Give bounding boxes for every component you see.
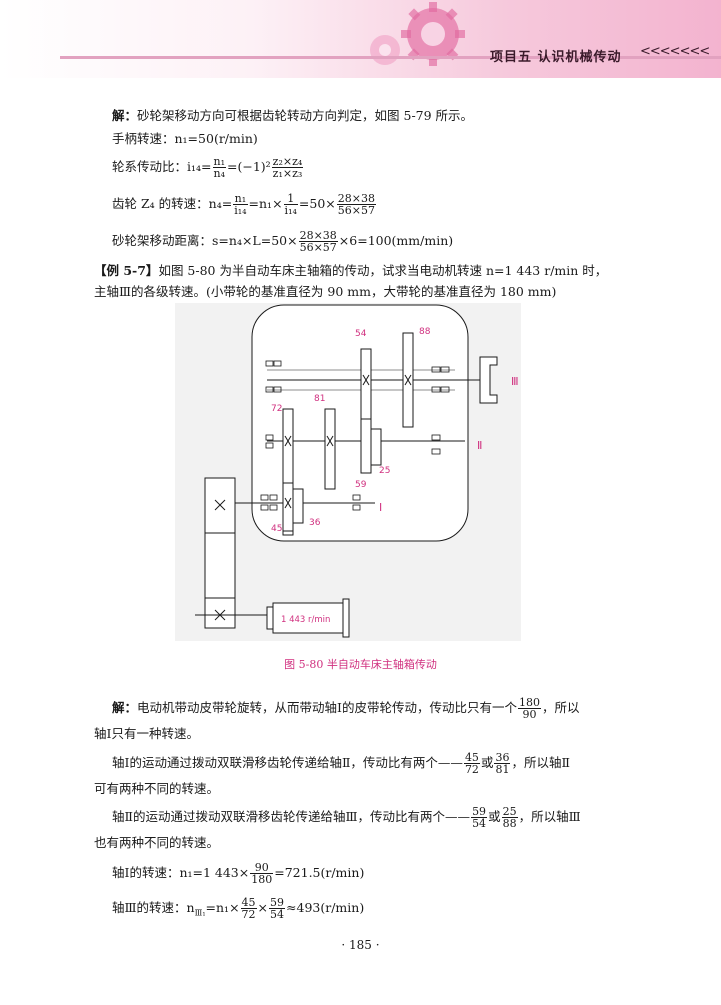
label-gear-36: 36: [309, 518, 321, 528]
handle-speed: 手柄转速：n₁=50(r/min): [112, 131, 258, 146]
label-gear-25: 25: [379, 466, 390, 476]
solution-label: 解：: [112, 108, 138, 123]
solution-2-para-3-end: 也有两种不同的转速。: [94, 835, 220, 850]
header-rule: [60, 56, 721, 59]
label-gear-45: 45: [271, 524, 282, 534]
motor: [272, 602, 344, 634]
label-gear-54: 54: [355, 329, 367, 339]
solution-1-text: 砂轮架移动方向可根据齿轮转动方向判定，如图 5-79 所示。: [137, 108, 474, 123]
gear-decoration-icon: [370, 2, 465, 66]
label-axis-i: Ⅰ: [379, 501, 382, 514]
label-motor-speed: 1 443 r/min: [281, 615, 330, 625]
example-tag: 【例 5-7】: [94, 263, 159, 278]
solution-2-para-1-end: 轴Ⅰ只有一种转速。: [94, 726, 199, 741]
gear-81: [324, 408, 336, 490]
solution-2-para-2-end: 可有两种不同的转速。: [94, 781, 220, 796]
gearbox-diagram: 54 88 72 81 25 59 45 36 Ⅰ Ⅱ Ⅲ 1 443 r/mi…: [175, 303, 521, 641]
figure-caption: 图 5-80 半自动车床主轴箱传动: [284, 658, 437, 671]
label-gear-59: 59: [355, 480, 367, 490]
header-chevrons: <<<<<<<: [640, 44, 710, 59]
spindle-flange: [479, 356, 498, 404]
belt: [204, 477, 236, 629]
label-gear-72: 72: [271, 404, 282, 414]
label-gear-81: 81: [314, 394, 325, 404]
gear-25: [370, 428, 382, 466]
gear-72: [282, 408, 294, 536]
header-band: [0, 0, 721, 78]
example-line-2: 主轴Ⅲ的各级转速。(小带轮的基准直径为 90 mm，大带轮的基准直径为 180 …: [94, 284, 557, 299]
running-header-title: 项目五 认识机械传动: [490, 50, 622, 65]
gear-36: [292, 488, 304, 524]
gearbox-housing: [251, 304, 469, 542]
solution-1-intro: 解：砂轮架移动方向可根据齿轮转动方向判定，如图 5-79 所示。: [112, 108, 473, 124]
page-number: · 185 ·: [341, 938, 380, 952]
label-axis-ii: Ⅱ: [477, 439, 482, 452]
label-axis-iii: Ⅲ: [511, 375, 519, 388]
example-line-1: 【例 5-7】如图 5-80 为半自动车床主轴箱的传动，试求当电动机转速 n=1…: [94, 263, 608, 278]
label-gear-88: 88: [419, 327, 431, 337]
